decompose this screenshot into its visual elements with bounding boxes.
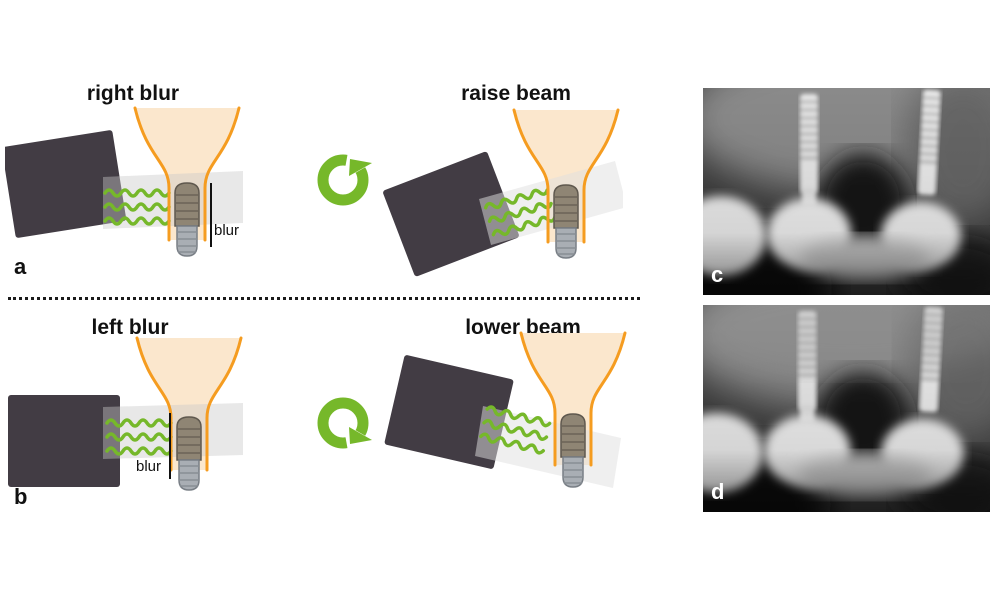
panel-letter-b: b bbox=[14, 484, 28, 509]
title-raise-beam: raise beam bbox=[461, 82, 571, 105]
radiograph-image-d bbox=[703, 305, 990, 512]
dental-implant bbox=[553, 184, 579, 259]
blur-label-b: blur bbox=[135, 458, 161, 475]
diagram-lower-beam bbox=[384, 331, 627, 488]
dental-implant bbox=[560, 413, 586, 488]
blur-label-a: blur bbox=[214, 222, 240, 239]
panel-letter-c: c bbox=[711, 262, 724, 287]
title-left-blur: left blur bbox=[91, 316, 169, 339]
radiograph-image-c bbox=[703, 88, 990, 295]
radiograph-panel-d bbox=[703, 305, 990, 512]
dental-implant bbox=[176, 416, 202, 491]
panel-letter-a: a bbox=[14, 254, 27, 279]
diagram-raise-beam bbox=[383, 108, 623, 277]
xray-beam bbox=[475, 406, 621, 488]
radiograph-panel-c bbox=[703, 88, 990, 295]
diagram-right-blur bbox=[5, 106, 243, 257]
xray-sensor bbox=[8, 395, 120, 487]
title-right-blur: right blur bbox=[86, 82, 180, 105]
diagram-left-blur bbox=[8, 336, 243, 491]
xray-beam bbox=[103, 171, 243, 229]
dotted-divider bbox=[8, 297, 640, 300]
rotate-cw-arrow-icon bbox=[308, 388, 378, 458]
panel-letter-d: d bbox=[711, 479, 725, 504]
dental-implant bbox=[174, 182, 200, 257]
xray-sensor bbox=[383, 151, 519, 277]
rotate-ccw-arrow-icon bbox=[308, 145, 378, 215]
xray-sensor bbox=[5, 130, 127, 238]
